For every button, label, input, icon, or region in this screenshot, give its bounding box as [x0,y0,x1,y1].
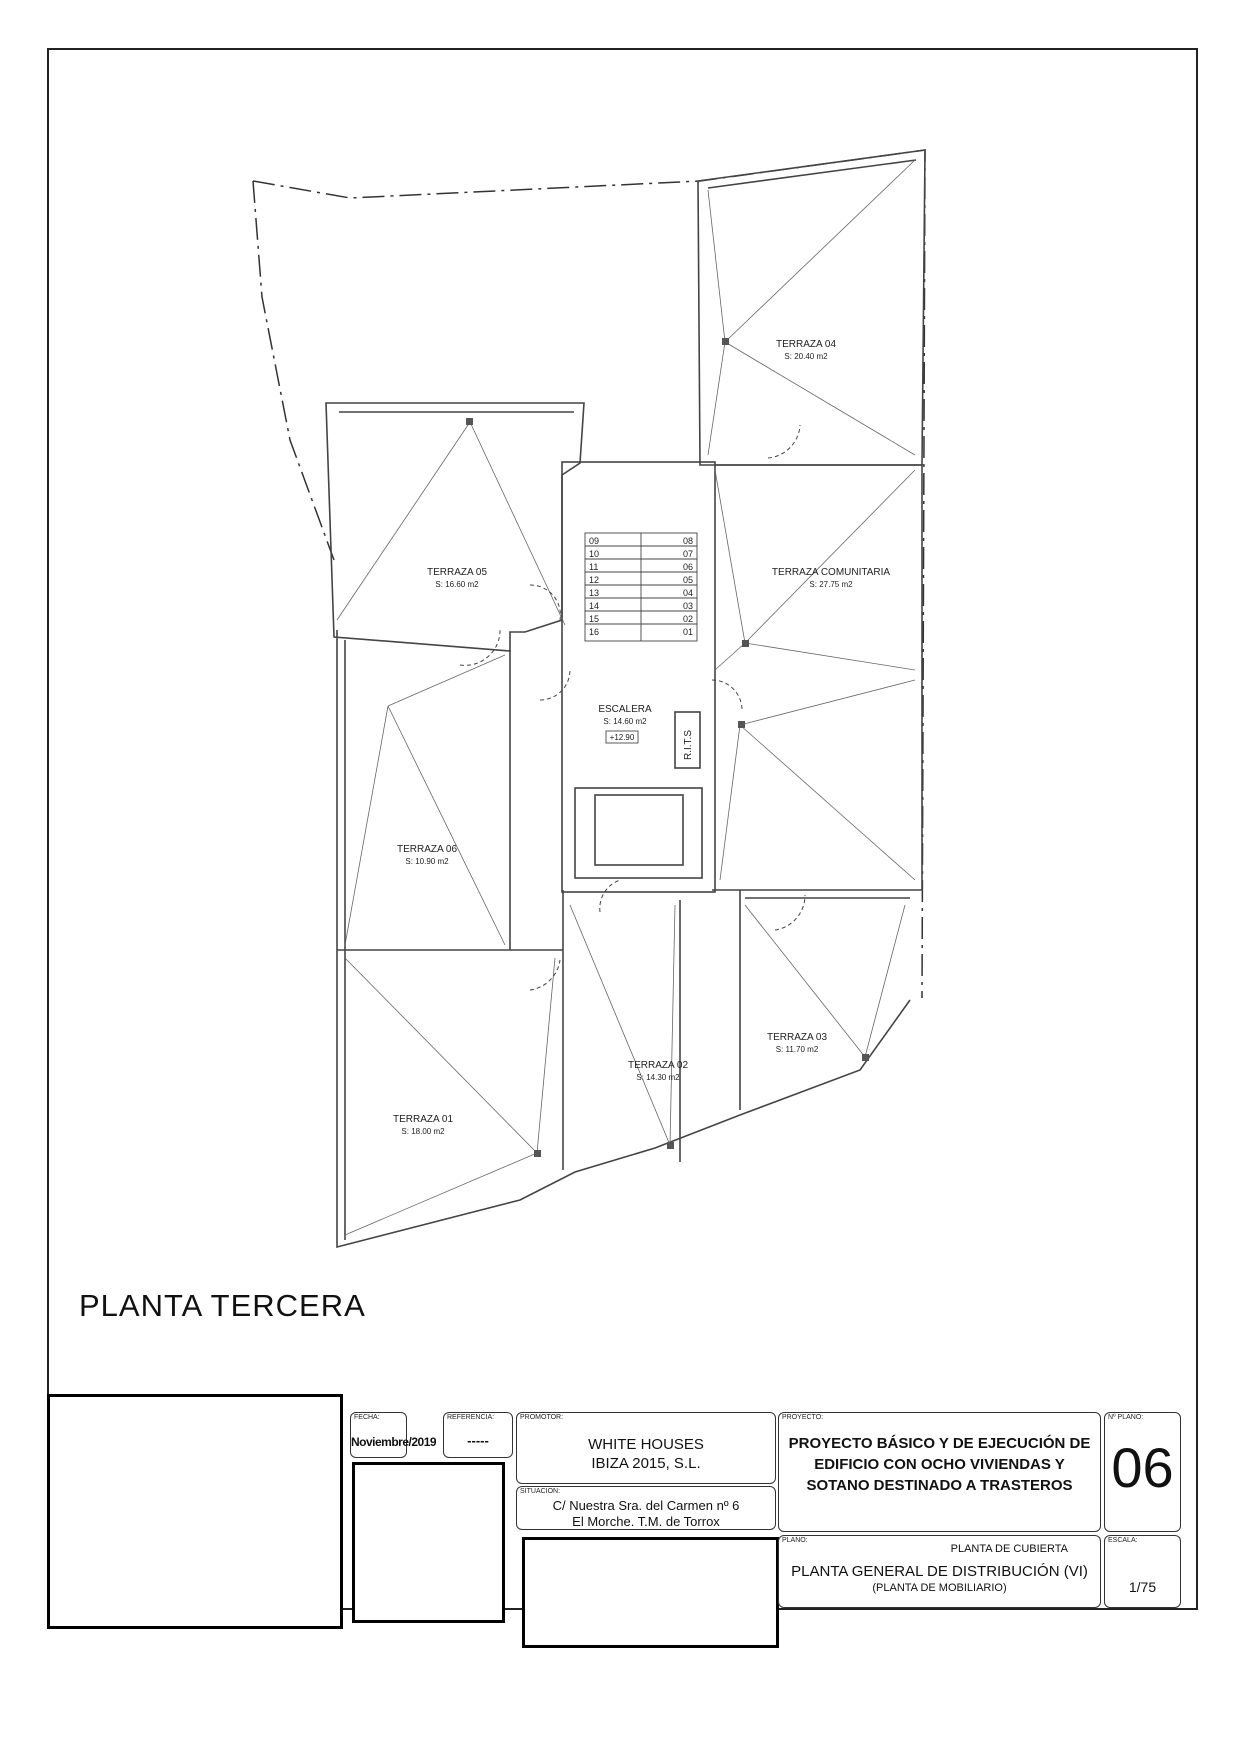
step-label: 06 [683,562,693,572]
plano-num-value: 06 [1111,1436,1174,1499]
step-label: 02 [683,614,693,624]
room-area: S: 11.70 m2 [776,1045,819,1054]
room-area: S: 16.60 m2 [435,580,479,589]
room-label-terraza-02: TERRAZA 02 S: 14.30 m2 [628,1060,688,1082]
step-label: 11 [589,562,598,572]
plano-num-box: Nº PLANO: 06 [1104,1412,1181,1532]
step-label: 16 [589,627,599,637]
situacion-box: SITUACION: C/ Nuestra Sra. del Carmen nº… [516,1486,776,1530]
step-label: 03 [683,601,693,611]
room-area: S: 27.75 m2 [809,580,853,589]
room-name: ESCALERA [598,704,652,715]
step-label: 12 [589,575,599,585]
room-name: TERRAZA 05 [427,567,487,578]
stair-numbers-right: 08 07 06 05 04 03 02 01 [683,536,693,637]
promotor-line2: IBIZA 2015, S.L. [591,1455,701,1472]
rits-label: R.I.T.S [683,730,694,760]
room-label-terraza-comunitaria: TERRAZA COMUNITARIA S: 27.75 m2 [772,567,890,589]
room-name: TERRAZA 02 [628,1060,688,1071]
roof-slope-lines [336,159,916,1236]
room-label-terraza-04: TERRAZA 04 S: 20.40 m2 [776,339,836,361]
level-mark: +12.90 [610,733,635,742]
plan-title: PLANTA TERCERA [79,1288,366,1323]
step-label: 01 [683,627,693,637]
promotor-label: PROMOTOR: [520,1414,564,1421]
step-label: 09 [589,536,599,546]
fecha-label: FECHA: [354,1414,380,1421]
plano-sub: PLANTA DE CUBIERTA [950,1543,1068,1555]
escala-box: ESCALA: 1/75 [1104,1535,1181,1608]
step-label: 13 [589,588,599,598]
stair-numbers-left: 09 10 11 12 13 14 15 16 [589,536,599,637]
referencia-value: ----- [467,1433,489,1448]
situacion-label: SITUACION: [520,1488,561,1495]
step-label: 14 [589,601,599,611]
room-area: S: 18.00 m2 [401,1127,445,1136]
promotor-box: PROMOTOR: WHITE HOUSES IBIZA 2015, S.L. [516,1412,776,1484]
plano-box: PLANO: PLANTA DE CUBIERTA PLANTA GENERAL… [778,1535,1101,1608]
step-label: 15 [589,614,599,624]
referencia-box: REFERENCIA: ----- [443,1412,513,1458]
room-area: S: 20.40 m2 [784,352,828,361]
redacted-logo-area [47,1394,343,1629]
referencia-label: REFERENCIA: [447,1414,495,1421]
room-label-terraza-06: TERRAZA 06 S: 10.90 m2 [397,844,457,866]
proyecto-line1: PROYECTO BÁSICO Y DE EJECUCIÓN DE [788,1435,1091,1452]
fecha-value: Noviembre/2019 [351,1435,437,1449]
step-label: 07 [683,549,693,559]
room-area: S: 10.90 m2 [405,857,449,866]
door-swings [459,424,806,991]
step-label: 05 [683,575,693,585]
proyecto-line2: EDIFICIO CON OCHO VIVIENDAS Y [814,1456,1065,1473]
situacion-line2: El Morche. T.M. de Torrox [572,1514,720,1529]
room-label-terraza-03: TERRAZA 03 S: 11.70 m2 [767,1032,827,1054]
fecha-box: FECHA: Noviembre/2019 [350,1412,437,1458]
plano-line2: (PLANTA DE MOBILIARIO) [872,1582,1007,1594]
room-name: TERRAZA 04 [776,339,836,350]
room-area: S: 14.30 m2 [636,1073,680,1082]
step-label: 08 [683,536,693,546]
room-label-terraza-01: TERRAZA 01 S: 18.00 m2 [393,1114,453,1136]
proyecto-box: PROYECTO: PROYECTO BÁSICO Y DE EJECUCIÓN… [778,1412,1101,1532]
redacted-architect-area [522,1537,779,1648]
building-walls [325,149,926,1249]
proyecto-label: PROYECTO: [782,1414,824,1421]
promotor-line1: WHITE HOUSES [588,1436,704,1453]
roof-drains [466,338,869,1157]
room-name: TERRAZA 03 [767,1032,827,1043]
room-name: TERRAZA 01 [393,1114,453,1125]
plano-label: PLANO: [782,1537,808,1544]
plano-num-label: Nº PLANO: [1108,1414,1144,1421]
room-name: TERRAZA COMUNITARIA [772,567,890,578]
redacted-signature-area [352,1462,505,1623]
proyecto-line3: SOTANO DESTINADO A TRASTEROS [806,1477,1073,1494]
stair-treads [584,532,698,642]
step-label: 10 [589,549,599,559]
escala-value: 1/75 [1128,1579,1157,1595]
step-label: 04 [683,588,693,598]
room-area: S: 14.60 m2 [603,717,647,726]
escala-label: ESCALA: [1108,1537,1138,1544]
room-label-terraza-05: TERRAZA 05 S: 16.60 m2 [427,567,487,589]
room-name: TERRAZA 06 [397,844,457,855]
situacion-line1: C/ Nuestra Sra. del Carmen nº 6 [552,1498,740,1513]
room-label-escalera: ESCALERA S: 14.60 m2 +12.90 [598,704,652,744]
plano-line1: PLANTA GENERAL DE DISTRIBUCIÓN (VI) [791,1563,1088,1580]
